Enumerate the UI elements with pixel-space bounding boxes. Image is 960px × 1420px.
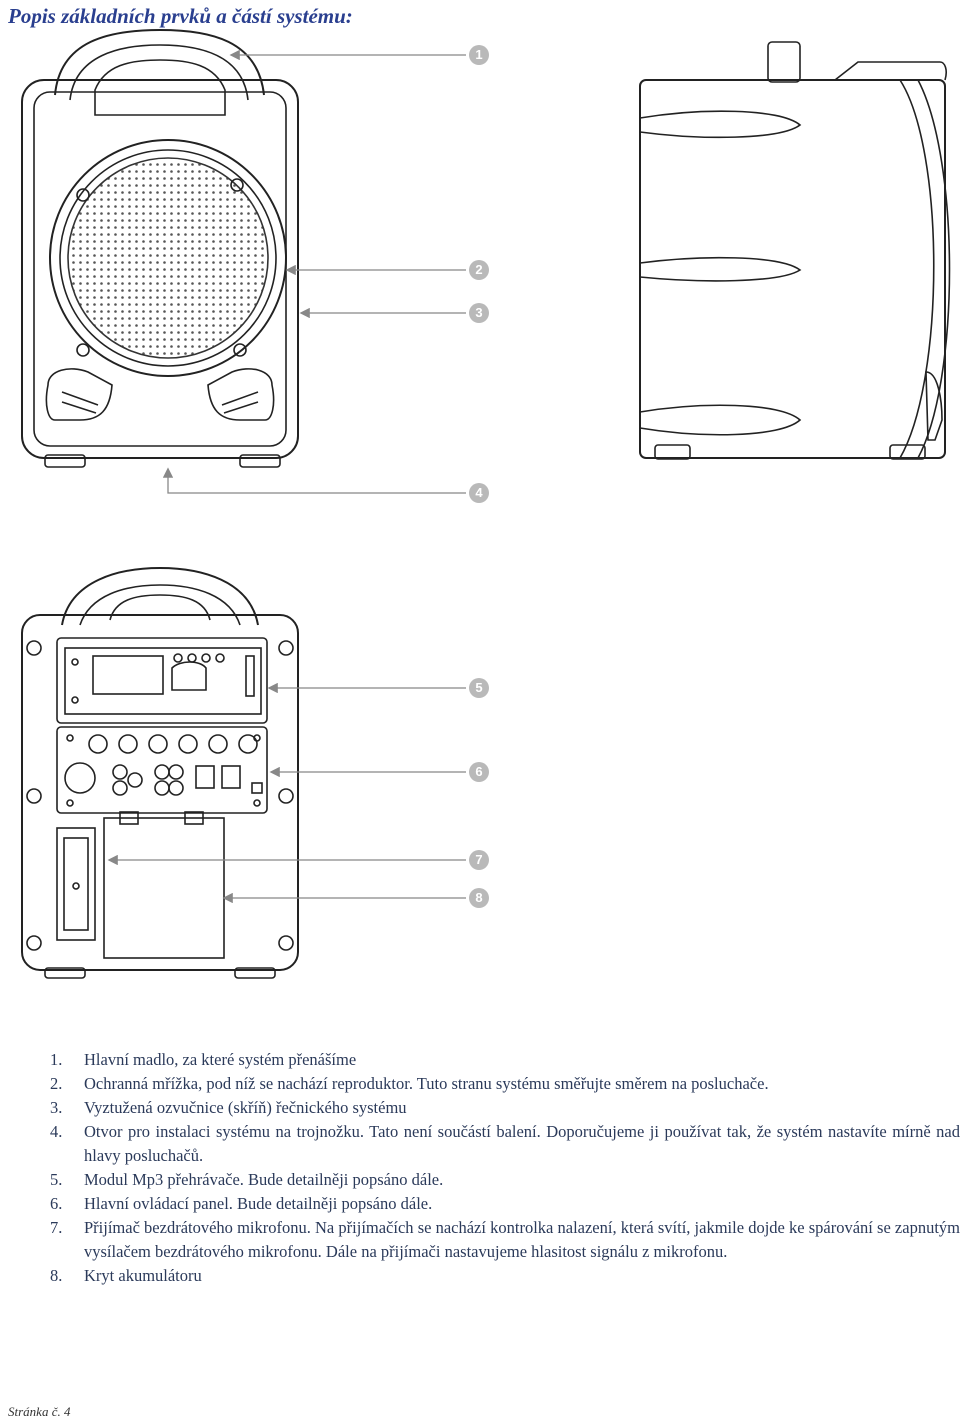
list-item: 3. Vyztužená ozvučnice (skříň) řečnického… (50, 1096, 960, 1120)
callout-7: 7 (469, 850, 489, 870)
callout-4: 4 (469, 483, 489, 503)
item-number: 2. (50, 1074, 63, 1093)
list-item: 8. Kryt akumulátoru (50, 1264, 960, 1288)
item-number: 7. (50, 1218, 63, 1237)
item-number: 1. (50, 1050, 63, 1069)
main-handle (54, 28, 265, 96)
list-item: 4. Otvor pro instalaci systému na trojnož… (50, 1120, 960, 1168)
item-text: Modul Mp3 přehrávače. Bude detailněji po… (84, 1170, 444, 1189)
leader-lines (107, 49, 466, 904)
wireless-receiver (56, 827, 96, 941)
grille (49, 139, 287, 377)
list-item: 6. Hlavní ovládací panel. Bude detailněji… (50, 1192, 960, 1216)
item-number: 6. (50, 1194, 63, 1213)
callout-1: 1 (469, 45, 489, 65)
callout-2: 2 (469, 260, 489, 280)
item-text: Přijímač bezdrátového mikrofonu. Na přij… (84, 1218, 960, 1261)
item-number: 4. (50, 1122, 63, 1141)
page-footer: Stránka č. 4 (8, 1404, 71, 1419)
speaker-diagrams (21, 28, 951, 979)
control-panel (56, 726, 268, 814)
front-view (21, 28, 299, 468)
side-view (639, 41, 951, 460)
callout-8: 8 (469, 888, 489, 908)
item-text: Ochranná mřížka, pod níž se nachází repr… (84, 1074, 769, 1093)
callout-3: 3 (469, 303, 489, 323)
item-number: 3. (50, 1098, 63, 1117)
page-title: Popis základních prvků a částí systému: (8, 4, 353, 28)
item-number: 5. (50, 1170, 63, 1189)
list-item: 2. Ochranná mřížka, pod níž se nachází re… (50, 1072, 960, 1096)
item-text: Kryt akumulátoru (84, 1266, 202, 1285)
list-item: 1. Hlavní madlo, za které systém přenáším… (50, 1048, 960, 1072)
item-text: Vyztužená ozvučnice (skříň) řečnického s… (84, 1098, 407, 1117)
list-item: 5. Modul Mp3 přehrávače. Bude detailněji … (50, 1168, 960, 1192)
battery-cover (103, 817, 225, 959)
rear-view (21, 566, 299, 979)
item-number: 8. (50, 1266, 63, 1285)
parts-list: 1. Hlavní madlo, za které systém přenáším… (50, 1048, 960, 1288)
callout-6: 6 (469, 762, 489, 782)
item-text: Hlavní madlo, za které systém přenášíme (84, 1050, 357, 1069)
item-text: Hlavní ovládací panel. Bude detailněji p… (84, 1194, 433, 1213)
mp3-module (56, 637, 268, 724)
cabinet (21, 79, 299, 459)
item-text: Otvor pro instalaci systému na trojnožku… (84, 1122, 960, 1165)
callout-5: 5 (469, 678, 489, 698)
list-item: 7. Přijímač bezdrátového mikrofonu. Na př… (50, 1216, 960, 1264)
